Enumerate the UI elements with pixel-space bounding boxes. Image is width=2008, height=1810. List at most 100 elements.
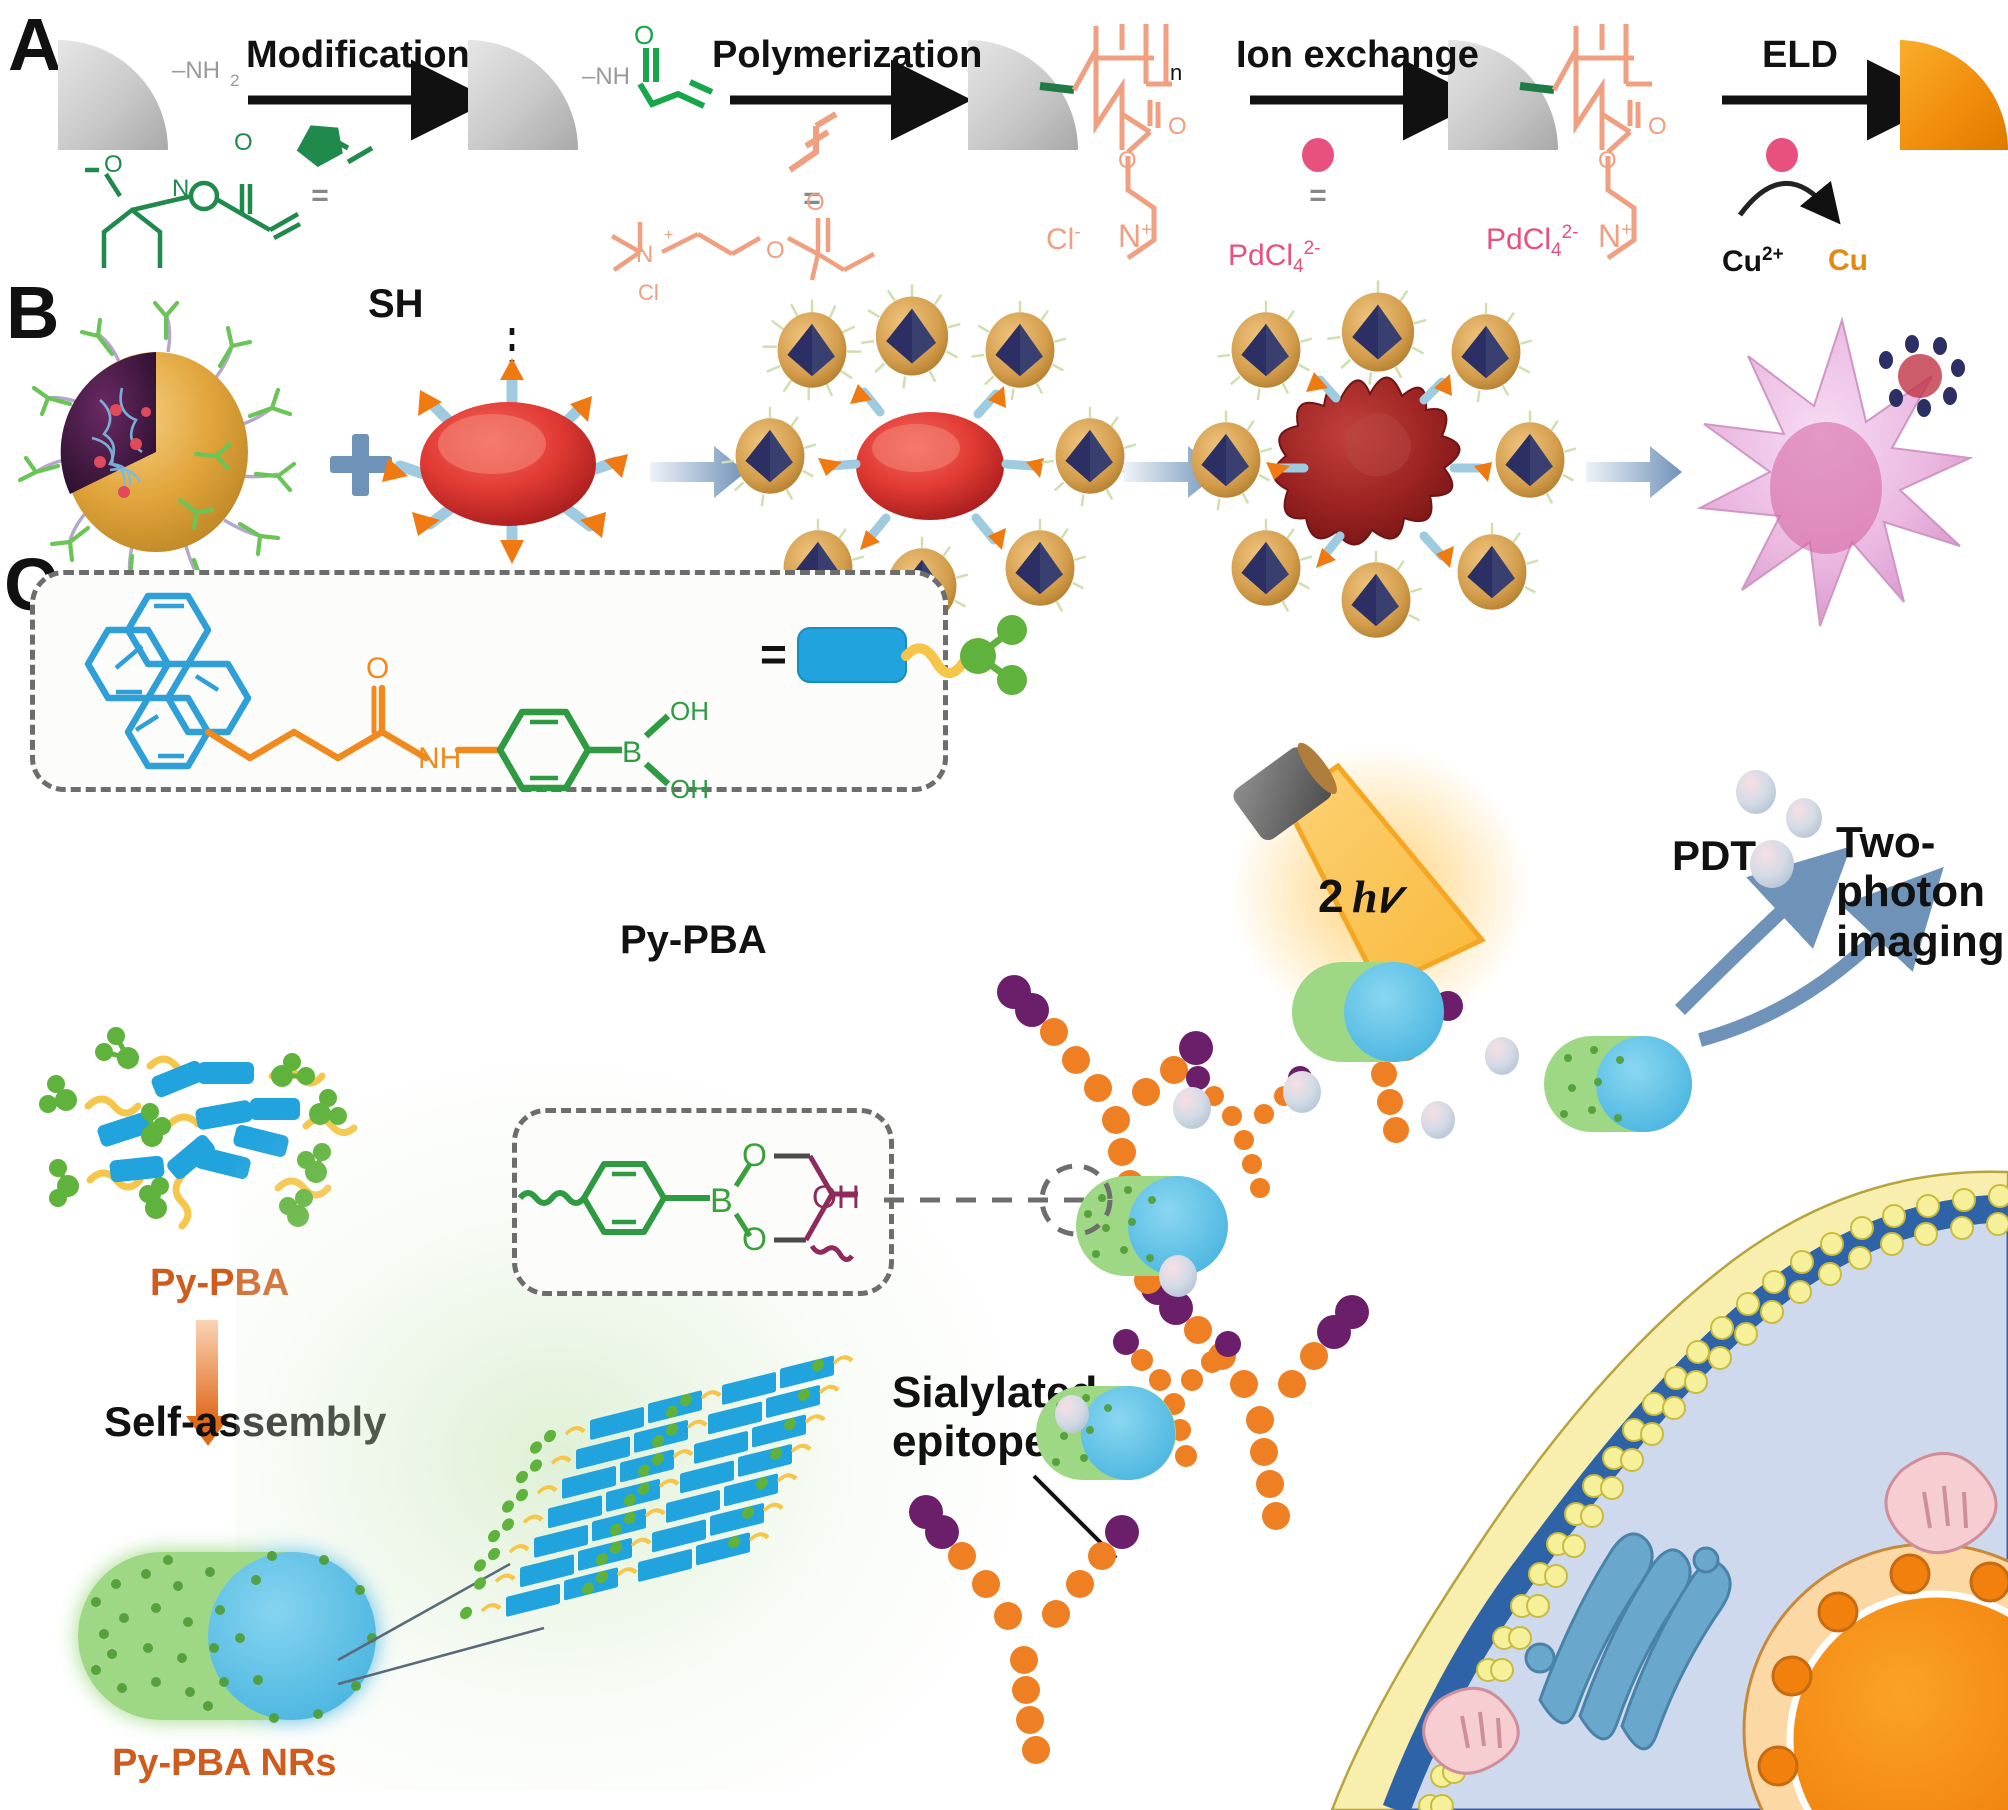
substrate-quarter-3 (968, 40, 1078, 150)
chloride-label: Cl- (1046, 222, 1081, 257)
svg-text:h𝜈: h𝜈 (1352, 871, 1408, 922)
quaternary-n-label-1: N+ (1118, 218, 1152, 255)
pdcl4-sub: 4 (1293, 256, 1304, 277)
two-photon-light-source: 2 h𝜈 (1230, 740, 1660, 1070)
py-pba-box-label: Py-PBA (620, 918, 767, 962)
svg-text:O: O (742, 1221, 767, 1257)
svg-text:=: = (803, 182, 821, 215)
svg-text:O: O (634, 20, 654, 50)
svg-text:Cl: Cl (638, 280, 659, 305)
pdcl4-sub-2: 4 (1551, 240, 1562, 261)
singlet-oxygen-group (1736, 770, 1822, 888)
epitope-highlight-circle (1039, 1163, 1113, 1237)
rbc-thiolated (382, 328, 628, 564)
svg-text:O: O (742, 1137, 767, 1173)
svg-text:OH: OH (812, 1179, 860, 1215)
svg-text:2: 2 (230, 71, 239, 90)
self-assembly-label: Self-assembly (104, 1398, 386, 1446)
substrate-quarter-2 (468, 40, 578, 150)
methacrylate-monomer-icon (788, 111, 838, 173)
cu-ion-text: Cu (1722, 245, 1762, 278)
svg-text:B: B (622, 736, 642, 769)
svg-text:OH: OH (670, 774, 709, 804)
bound-nanorod-2 (1036, 1386, 1176, 1480)
svg-text:O: O (366, 652, 389, 685)
glycan-chain-a (909, 1495, 1139, 1764)
py-pba-nanorod-label: Py-PBA NRs (112, 1742, 337, 1784)
lamellar-packing-inset (330, 1355, 890, 1720)
ester-connector-dash (884, 1180, 1174, 1220)
n-charge-2: + (1621, 219, 1633, 241)
n-text-2: N (1598, 218, 1622, 254)
pdcl4-charge-2: 2- (1561, 222, 1579, 243)
cell-svg (909, 962, 2008, 1810)
py-pba-monomer-cluster (10, 1020, 410, 1270)
internalized-complex (1879, 335, 1965, 417)
step-label-modification: Modification (246, 34, 470, 76)
svg-text:2: 2 (1318, 870, 1344, 922)
crenated-rbc-complex (1191, 280, 1577, 638)
step-label-ion-exchange: Ion exchange (1236, 34, 1479, 76)
mitochondria (1422, 1452, 1998, 1775)
pdcl4-text: PdCl (1228, 239, 1294, 272)
self-assembly-arrow (178, 1320, 238, 1450)
metac-structure (610, 218, 876, 281)
flow-arrow-3 (1586, 446, 1682, 498)
boronate-ester-structure: B O O OH (512, 1108, 884, 1286)
svg-text:–NH: –NH (582, 63, 630, 90)
step-label-polymerization: Polymerization (712, 34, 983, 76)
copper-metal-label: Cu (1828, 244, 1868, 277)
svg-text:O: O (1118, 147, 1137, 174)
svg-text:NH: NH (418, 742, 461, 775)
panel-b-svg (17, 280, 1974, 638)
svg-text:O: O (104, 151, 123, 178)
svg-text:=: = (311, 179, 329, 212)
pdcl4-label-1: PdCl42- (1228, 238, 1321, 278)
svg-text:–NH: –NH (172, 57, 220, 84)
step-label-eld: ELD (1762, 34, 1838, 76)
nhs-ester-structure (85, 167, 302, 268)
substrate-quarter-1 (58, 40, 168, 150)
panel-letter-a: A (8, 3, 62, 86)
svg-text:O: O (806, 189, 825, 216)
chloride-charge: - (1074, 222, 1081, 243)
n-charge-1: + (1141, 219, 1153, 241)
lamellar-sheet (460, 1355, 854, 1620)
dendritic-cell (1696, 316, 1974, 627)
py-pba-monomer-label: Py-PBA (150, 1262, 290, 1304)
svg-text:O: O (1648, 113, 1667, 140)
pdcl4-dot-2 (1766, 138, 1798, 172)
bound-nanorod-1 (1076, 1176, 1228, 1276)
pdcl4-dot-1 (1302, 138, 1334, 172)
cu-ion-charge: 2+ (1762, 244, 1784, 265)
svg-text:O: O (1598, 147, 1617, 174)
sln-peg-mal-particle (17, 300, 297, 599)
svg-text:+: + (664, 227, 673, 244)
svg-text:O: O (1168, 113, 1187, 140)
substrate-quarter-4 (1448, 40, 1558, 150)
py-pba-rod-blocks (97, 1060, 300, 1183)
nucleus (1742, 1542, 2008, 1810)
sh-label: SH (368, 282, 424, 326)
quaternary-n-label-2: N+ (1598, 218, 1632, 255)
panel-a-content: –NH 2 = (0, 0, 2008, 305)
n-text-1: N (1118, 218, 1142, 254)
svg-text:O: O (234, 129, 253, 156)
np (762, 299, 862, 401)
nuclear-pores (1757, 1553, 2008, 1787)
pdcl4-charge: 2- (1303, 238, 1321, 259)
two-photon-imaging-label: Two-photon imaging (1836, 818, 2008, 966)
copper-product-quarter (1900, 40, 2008, 150)
flow-arrow-1 (650, 446, 746, 498)
svg-text:n: n (1170, 60, 1182, 85)
svg-text:OH: OH (670, 696, 709, 726)
acrylamide-icon (637, 48, 714, 109)
svg-text:O: O (766, 237, 785, 264)
pdcl4-text-2: PdCl (1486, 223, 1552, 256)
golgi-apparatus (1524, 1532, 1732, 1751)
panel-a-svg: –NH 2 = (58, 20, 2008, 305)
py-pba-svg: O NH B OH OH = (84, 592, 1027, 804)
bound-nanorod-3 (1292, 962, 1444, 1062)
py-pba-nanorod (60, 1530, 440, 1760)
